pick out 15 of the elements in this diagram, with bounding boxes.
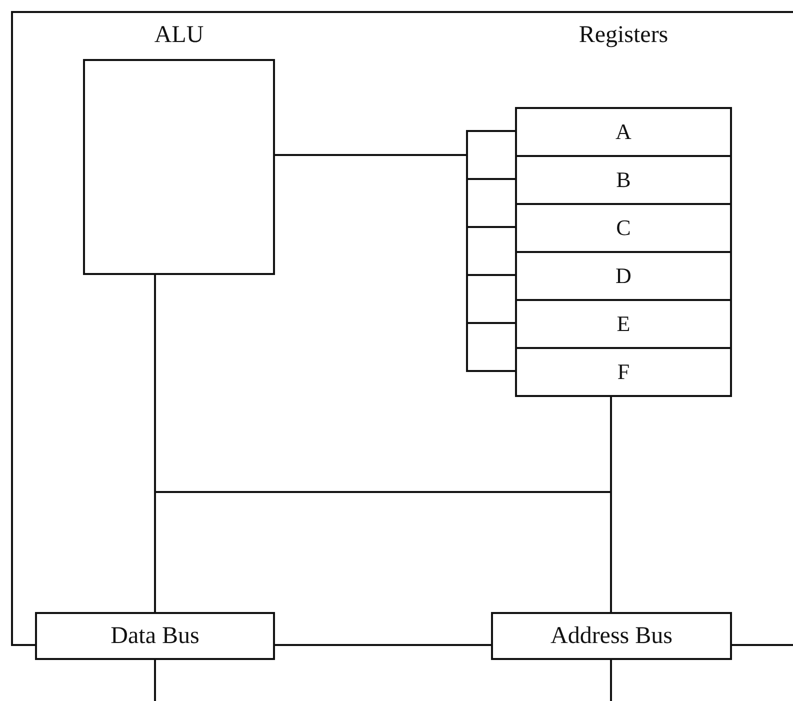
bus-box: Address Bus — [491, 612, 732, 660]
register-row: B — [515, 155, 732, 205]
register-row: D — [515, 251, 732, 301]
block-title: Registers — [578, 21, 668, 50]
bus-line — [11, 11, 793, 646]
bus-line — [154, 660, 156, 701]
block-title: ALU — [154, 21, 204, 50]
register-row: C — [515, 203, 732, 253]
register-row: E — [515, 299, 732, 349]
bus-line — [610, 660, 612, 701]
bus-line — [732, 644, 793, 646]
bus-line — [275, 644, 491, 646]
register-row: A — [515, 107, 732, 157]
bus-box: Data Bus — [35, 612, 275, 660]
register-row: F — [515, 347, 732, 397]
